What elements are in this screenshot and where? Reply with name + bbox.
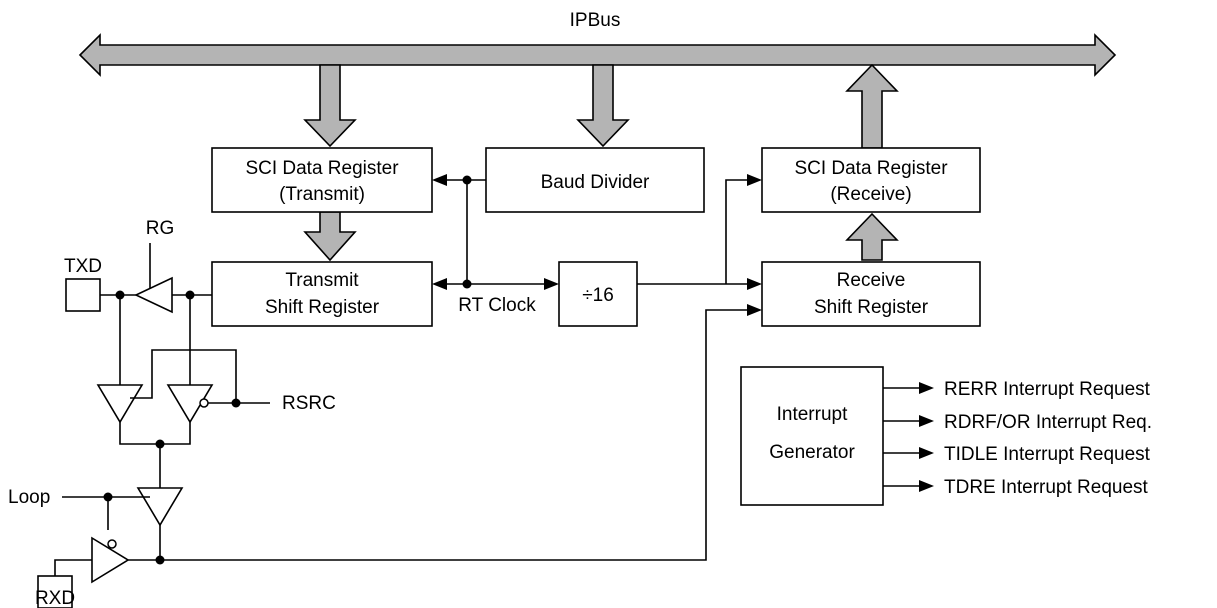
interrupt-generator-line2: Generator xyxy=(769,442,855,463)
rx-data-path-wire xyxy=(160,309,748,561)
interrupt-request-list: RERR Interrupt Request RDRF/OR Interrupt… xyxy=(883,379,1152,498)
rtclk-to-txshift-arrowhead xyxy=(432,278,447,290)
interrupt-arrowhead-4 xyxy=(919,480,934,492)
rx-shift-register-box xyxy=(761,261,981,327)
tx-shift-register-box xyxy=(211,261,433,327)
rx-shift-register-line1: Receive xyxy=(837,270,906,291)
rx-data-to-bus-arrow xyxy=(845,63,899,149)
merge-junction-dot xyxy=(155,439,165,449)
rxd-pin-wire xyxy=(54,559,72,576)
rt-clock-label: RT Clock xyxy=(458,295,536,316)
rxd-input-buffer xyxy=(91,536,130,584)
bus-to-baud-arrow xyxy=(576,64,630,148)
rg-driver-buffer xyxy=(134,276,173,314)
tx-shift-register-line1: Transmit xyxy=(285,270,359,291)
tx-data-register-line1: SCI Data Register xyxy=(245,158,399,179)
buffer2-inverter-bubble xyxy=(199,398,209,408)
buffers-merge-wire xyxy=(119,422,191,445)
rx-data-register-line1: SCI Data Register xyxy=(794,158,948,179)
interrupt-request-4: TDRE Interrupt Request xyxy=(944,477,1149,498)
rxd-label: RXD xyxy=(35,588,75,608)
rx-shift-to-data-arrow xyxy=(845,212,899,261)
rsrc-junction-dot xyxy=(231,398,241,408)
rg-label: RG xyxy=(146,218,175,239)
rx-data-register-line2: (Receive) xyxy=(830,184,911,205)
txd-label: TXD xyxy=(64,256,102,277)
loop-buffer xyxy=(136,487,184,527)
interrupt-generator-box xyxy=(740,366,884,506)
tx-data-register-line2: (Transmit) xyxy=(279,184,365,205)
interrupt-arrowhead-1 xyxy=(919,382,934,394)
rsrc-label: RSRC xyxy=(282,393,336,414)
rx-buffer-inverter-bubble xyxy=(107,539,117,549)
tx-data-register-box xyxy=(211,147,433,213)
div16-to-rxshift-arrowhead xyxy=(747,278,762,290)
interrupt-arrowhead-2 xyxy=(919,415,934,427)
div16-to-rxdata-wire xyxy=(725,179,748,284)
loop-buffer-1 xyxy=(96,384,144,424)
rx-shift-register-line2: Shift Register xyxy=(814,297,929,318)
interrupt-generator-line1: Interrupt xyxy=(777,404,848,425)
baud-divider-label: Baud Divider xyxy=(541,172,650,193)
rx-data-register-box xyxy=(761,147,981,213)
rx-path-arrowhead xyxy=(747,304,762,316)
loop-label: Loop xyxy=(8,487,50,508)
rtclk-to-div16-arrowhead xyxy=(544,278,559,290)
div16-to-rxdata-arrowhead xyxy=(747,174,762,186)
ipbus-label: IPBus xyxy=(570,10,621,31)
interrupt-arrowhead-3 xyxy=(919,447,934,459)
txd-pin xyxy=(65,278,101,312)
tx-data-to-shift-arrow xyxy=(303,211,357,262)
buffer1-enable-wire xyxy=(130,349,237,403)
bus-to-tx-data-arrow xyxy=(303,64,357,148)
interrupt-request-1: RERR Interrupt Request xyxy=(944,379,1151,400)
divide-by-16-box xyxy=(558,261,638,327)
interrupt-request-2: RDRF/OR Interrupt Req. xyxy=(944,412,1152,433)
baud-to-txdata-arrowhead xyxy=(432,174,447,186)
interrupt-request-3: TIDLE Interrupt Request xyxy=(944,444,1151,465)
divide-by-16-label: ÷16 xyxy=(582,285,614,306)
tx-shift-register-line2: Shift Register xyxy=(265,297,380,318)
